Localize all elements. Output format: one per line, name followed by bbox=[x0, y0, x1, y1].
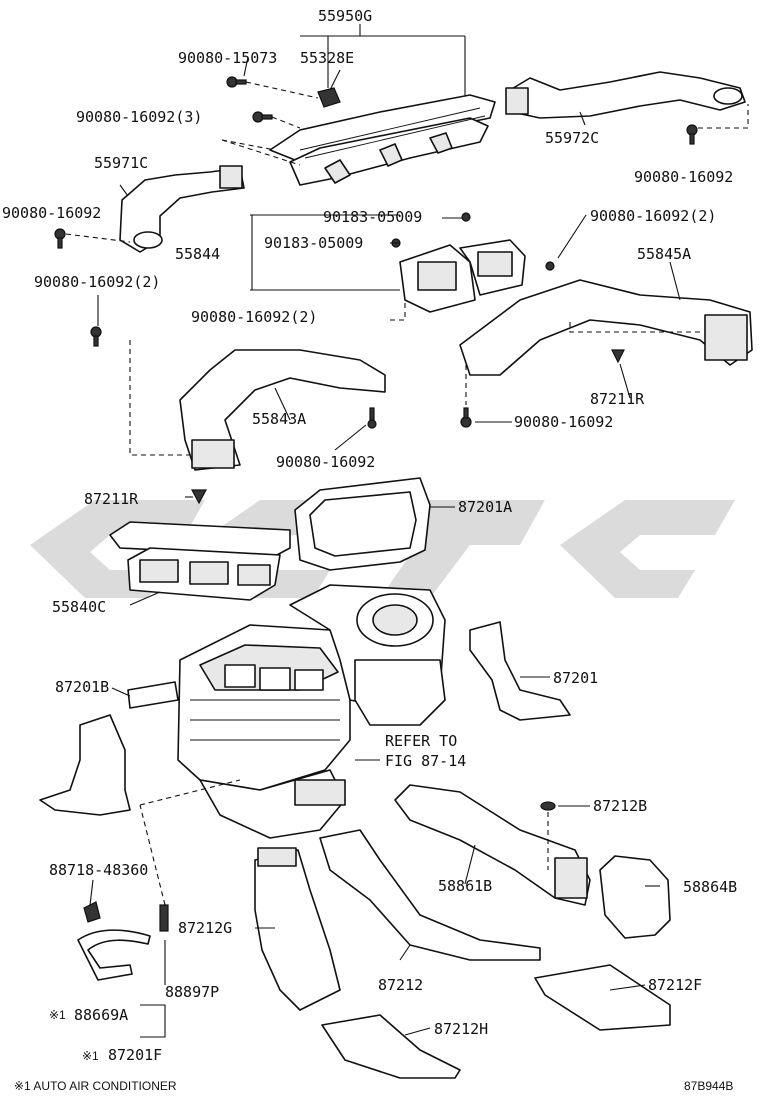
heater-unit bbox=[127, 584, 446, 839]
label-mark-1: ※1 bbox=[49, 1008, 66, 1022]
label-55971c: 55971C bbox=[94, 154, 148, 172]
label-87201f: 87201F bbox=[108, 1046, 162, 1064]
duct-55950g bbox=[269, 94, 496, 186]
clip-87211r-a bbox=[611, 349, 625, 364]
label-88669a: 88669A bbox=[74, 1006, 128, 1024]
figure-code: 87B944B bbox=[684, 1079, 733, 1093]
duct-55845a bbox=[459, 261, 753, 376]
leader-lines bbox=[89, 24, 681, 1038]
label-refer-to: REFER TO bbox=[385, 732, 457, 750]
bracket-87201b bbox=[39, 714, 131, 816]
bolt-90080-16092-c bbox=[460, 407, 472, 428]
duct-58861b bbox=[394, 784, 591, 906]
label-90183-05009-a: 90183-05009 bbox=[323, 208, 422, 226]
label-87212: 87212 bbox=[378, 976, 423, 994]
duct-55971c bbox=[119, 165, 245, 253]
duct-87212g bbox=[254, 847, 341, 1011]
bolt-90080-16092-b bbox=[54, 228, 66, 249]
bolt-90080-16092-3 bbox=[252, 111, 273, 123]
bolt-90080-16092-d bbox=[367, 407, 377, 429]
bolt-90080-15073 bbox=[226, 76, 247, 88]
label-88897p: 88897P bbox=[165, 983, 219, 1001]
label-55972c: 55972C bbox=[545, 129, 599, 147]
register-55840c bbox=[109, 521, 291, 601]
label-55845a: 55845A bbox=[637, 245, 691, 263]
label-mark-2: ※1 bbox=[82, 1049, 99, 1063]
sensor-88897p bbox=[159, 904, 169, 932]
label-87212b: 87212B bbox=[593, 797, 647, 815]
bolt-90080-16092-a bbox=[686, 124, 698, 145]
duct-87212h bbox=[321, 1014, 461, 1079]
clip-87212b bbox=[540, 801, 556, 811]
label-90080-16092-b: 90080-16092 bbox=[2, 204, 101, 222]
clip-87211r-b bbox=[190, 489, 208, 505]
label-90080-16092-a: 90080-16092 bbox=[634, 168, 733, 186]
label-87212f: 87212F bbox=[648, 976, 702, 994]
label-90080-16092-c: 90080-16092 bbox=[514, 413, 613, 431]
label-87201: 87201 bbox=[553, 669, 598, 687]
label-87212h: 87212H bbox=[434, 1020, 488, 1038]
label-90183-05009-b: 90183-05009 bbox=[264, 234, 363, 252]
label-90080-16092-2c: 90080-16092(2) bbox=[34, 273, 160, 291]
label-87212g: 87212G bbox=[178, 919, 232, 937]
label-87211r-a: 87211R bbox=[590, 390, 645, 408]
cover-58864b bbox=[599, 855, 671, 939]
label-90080-16092-3: 90080-16092(3) bbox=[76, 108, 202, 126]
duct-87212f bbox=[534, 964, 671, 1031]
label-55843a: 55843A bbox=[252, 410, 306, 428]
vent-55844 bbox=[391, 212, 526, 313]
label-90080-15073: 90080-15073 bbox=[178, 49, 277, 67]
duct-55843a bbox=[179, 349, 386, 471]
duct-87212 bbox=[319, 829, 541, 961]
label-fig-87-14: FIG 87-14 bbox=[385, 752, 466, 770]
label-87211r-b: 87211R bbox=[84, 490, 139, 508]
bolt-90080-16092-2c bbox=[90, 326, 102, 347]
clip-55328e bbox=[317, 87, 341, 108]
footnote-auto-air-conditioner: ※1 AUTO AIR CONDITIONER bbox=[14, 1079, 177, 1093]
label-90080-16092-2b: 90080-16092(2) bbox=[191, 308, 317, 326]
bracket-87201a bbox=[294, 477, 431, 571]
duct-55972c bbox=[505, 71, 746, 119]
label-87201b: 87201B bbox=[55, 678, 109, 696]
label-90080-16092-2a: 90080-16092(2) bbox=[590, 207, 716, 225]
label-90080-16092-d: 90080-16092 bbox=[276, 453, 375, 471]
label-55844: 55844 bbox=[175, 245, 220, 263]
hose-88669a bbox=[77, 929, 151, 981]
label-87201a: 87201A bbox=[458, 498, 512, 516]
label-55950g: 55950G bbox=[318, 7, 372, 25]
clamp-88718-48360 bbox=[83, 901, 101, 923]
bracket-87201 bbox=[469, 621, 571, 721]
label-58861b: 58861B bbox=[438, 877, 492, 895]
label-88718-48360: 88718-48360 bbox=[49, 861, 148, 879]
label-58864b: 58864B bbox=[683, 878, 737, 896]
label-55840c: 55840C bbox=[52, 598, 106, 616]
label-55328e: 55328E bbox=[300, 49, 354, 67]
